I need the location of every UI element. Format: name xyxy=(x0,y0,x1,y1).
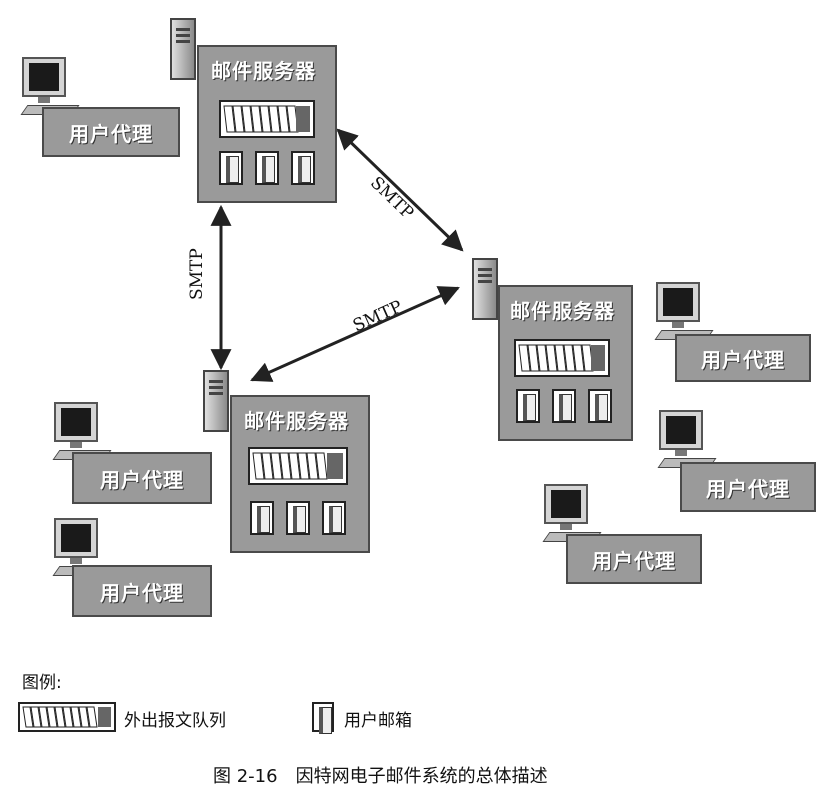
server-tower-icon xyxy=(203,370,229,432)
computer-icon xyxy=(652,282,716,344)
smtp-arrow-bottom-right xyxy=(250,286,460,382)
mailbox-icon xyxy=(552,389,576,423)
mail-server-bottom-left: 邮件服务器 xyxy=(230,395,370,553)
mail-server-title: 邮件服务器 xyxy=(510,299,615,323)
legend-queue-icon xyxy=(18,702,116,732)
computer-icon xyxy=(18,57,82,119)
message-queue-icon xyxy=(514,339,610,377)
mailbox-icon xyxy=(322,501,346,535)
computer-icon xyxy=(540,484,604,546)
server-tower-icon xyxy=(472,258,498,320)
computer-icon xyxy=(50,402,114,464)
user-agent-box: 用户代理 xyxy=(72,452,212,504)
mail-server-title: 邮件服务器 xyxy=(244,409,349,433)
mailbox-icon xyxy=(588,389,612,423)
computer-icon xyxy=(50,518,114,580)
mailbox-icon xyxy=(286,501,310,535)
mailbox-icon xyxy=(250,501,274,535)
legend-queue-label: 外出报文队列 xyxy=(124,711,226,731)
mailbox-icon xyxy=(219,151,243,185)
user-agent-box: 用户代理 xyxy=(680,462,816,512)
legend-title: 图例: xyxy=(22,673,62,693)
server-tower-icon xyxy=(170,18,196,80)
mail-server-title: 邮件服务器 xyxy=(211,59,316,83)
legend-mailbox-icon xyxy=(312,702,334,734)
mail-server-right: 邮件服务器 xyxy=(498,285,633,441)
figure-caption: 图 2-16 因特网电子邮件系统的总体描述 xyxy=(213,766,548,787)
user-agent-box: 用户代理 xyxy=(72,565,212,617)
mailbox-icon xyxy=(516,389,540,423)
mailbox-icon xyxy=(291,151,315,185)
legend-mailbox-label: 用户邮箱 xyxy=(344,711,412,731)
mailbox-icon xyxy=(255,151,279,185)
user-agent-box: 用户代理 xyxy=(566,534,702,584)
computer-icon xyxy=(655,410,719,472)
smtp-label-vertical: SMTP xyxy=(187,248,207,300)
message-queue-icon xyxy=(219,100,315,138)
user-agent-box: 用户代理 xyxy=(675,334,811,382)
mail-server-top: 邮件服务器 xyxy=(197,45,337,203)
user-agent-box: 用户代理 xyxy=(42,107,180,157)
smtp-arrow-top-right xyxy=(336,128,464,252)
message-queue-icon xyxy=(248,447,348,485)
